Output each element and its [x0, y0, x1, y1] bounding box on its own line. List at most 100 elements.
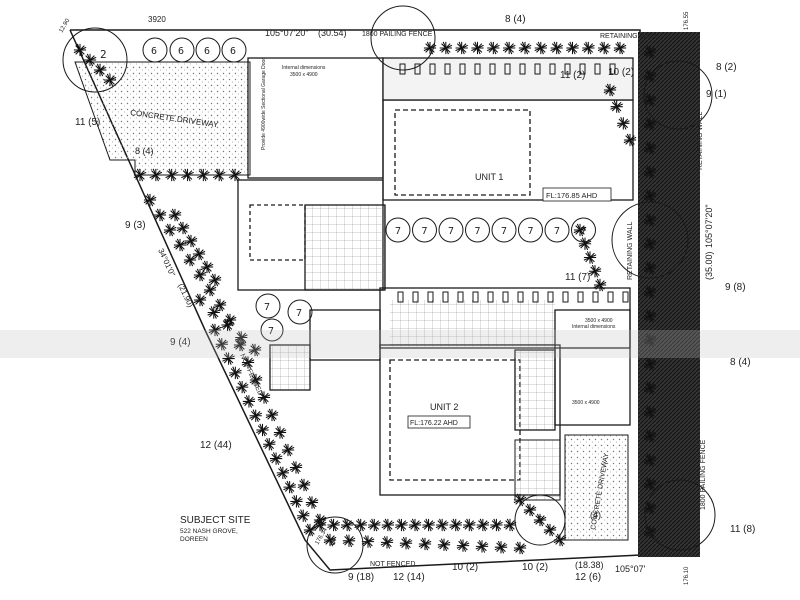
shrub	[597, 41, 611, 55]
shrub	[503, 518, 517, 532]
tree-num: 6	[178, 46, 184, 57]
shrub	[149, 168, 163, 182]
shrub	[399, 536, 413, 550]
shrub	[380, 535, 394, 550]
shrub	[565, 41, 580, 55]
inner-8-4: 8 (4)	[135, 146, 154, 156]
shrub	[616, 116, 630, 130]
shrub	[613, 41, 627, 55]
shrub	[449, 518, 463, 532]
right-labels: 8 (2) 9 (1) RETAINING WALL 105°07'20" (3…	[684, 62, 755, 585]
park-mark	[519, 63, 526, 75]
shrub	[643, 405, 657, 419]
tree-num: 7	[395, 226, 401, 237]
tree-num: 7	[501, 226, 507, 237]
bottom-tree-numbers: 3 5	[330, 515, 543, 548]
park-mark	[487, 291, 494, 303]
shrub	[281, 443, 295, 457]
shrub	[523, 503, 537, 517]
tree-num: 7	[554, 226, 560, 237]
shrub	[643, 213, 657, 227]
shrub	[643, 261, 657, 275]
bottom-bearing: 105°07'	[615, 564, 646, 574]
shrub	[643, 357, 657, 371]
left-12-44: 12 (44)	[200, 440, 232, 451]
park-mark	[517, 291, 524, 303]
shrub	[255, 423, 270, 437]
shrub	[220, 318, 235, 332]
tree-circle	[438, 217, 464, 243]
tree-num: 7	[581, 226, 587, 237]
left-length: (21.90)	[176, 282, 195, 309]
shrub	[103, 73, 117, 87]
shrub	[93, 63, 107, 77]
shrub	[228, 366, 243, 380]
shrub	[643, 381, 657, 395]
unit-2-building	[269, 287, 631, 496]
right-9-8: 9 (8)	[725, 282, 746, 293]
shrub	[207, 305, 221, 320]
shrub	[643, 477, 657, 491]
shrub	[610, 100, 624, 114]
shrub	[470, 41, 485, 55]
right-retaining: RETAINING WALL	[697, 112, 704, 170]
park-mark	[622, 291, 629, 303]
shrub	[73, 43, 87, 57]
bottom-length: (18.38)	[575, 560, 604, 570]
subject-site: SUBJECT SITE 522 NASH GROVE, DOREEN	[180, 515, 251, 543]
shrub	[265, 408, 279, 422]
right-corner: 176.10	[684, 566, 690, 585]
shrub	[573, 223, 587, 237]
top-corner-right: 176.55	[684, 11, 690, 30]
unit-1-building	[237, 57, 634, 291]
park-mark	[427, 291, 434, 303]
shrub	[643, 429, 657, 443]
park-mark	[429, 63, 436, 75]
tree-canopies	[62, 5, 716, 574]
shrub	[200, 260, 214, 274]
shrub	[249, 409, 263, 423]
stairs-bottom	[514, 439, 561, 501]
bottom-9-18: 9 (18)	[348, 572, 374, 583]
shrub	[643, 285, 657, 299]
park-mark	[532, 291, 539, 303]
unit-1-title: UNIT 1	[475, 172, 503, 182]
top-fence: 1800 PAILING FENCE	[362, 31, 433, 38]
shrub	[581, 41, 595, 55]
shrub	[476, 518, 490, 532]
park-mark	[504, 63, 511, 75]
scan-artifact	[0, 330, 800, 358]
shrub	[518, 41, 532, 55]
left-9-4: 9 (4)	[170, 337, 191, 348]
shrub	[303, 523, 317, 537]
driveway-bottom	[564, 434, 629, 541]
shrub	[228, 168, 242, 182]
tree-num: 6	[204, 46, 210, 57]
park-mark	[549, 63, 556, 75]
right-8-2: 8 (2)	[716, 62, 737, 73]
park-mark	[592, 291, 599, 303]
top-tree-row: 6 6 6 6 2	[100, 37, 247, 63]
inner-11-7: 11 (7)	[565, 272, 590, 283]
shrub	[462, 518, 476, 532]
shrub	[643, 237, 657, 251]
right-11-8: 11 (8)	[730, 524, 755, 535]
tree-circle	[385, 217, 411, 243]
park-mark	[489, 63, 496, 75]
shrub	[489, 518, 504, 532]
tree-num: 7	[448, 226, 454, 237]
tree-num: 7	[422, 226, 428, 237]
park-mark	[474, 63, 481, 75]
tree-circle	[518, 217, 543, 243]
right-fence: 1800 PAILING FENCE	[700, 439, 707, 510]
right-length: (35.00)	[704, 251, 714, 280]
top-retaining: RETAINING WALL	[600, 33, 658, 40]
shrub	[133, 168, 147, 182]
shrub	[643, 525, 657, 539]
shrub	[83, 53, 97, 67]
bottom-labels: NOT FENCED 9 (18) 12 (14) 10 (2) 10 (2) …	[315, 527, 646, 583]
shrub	[643, 141, 657, 155]
site-title: SUBJECT SITE	[180, 515, 251, 526]
